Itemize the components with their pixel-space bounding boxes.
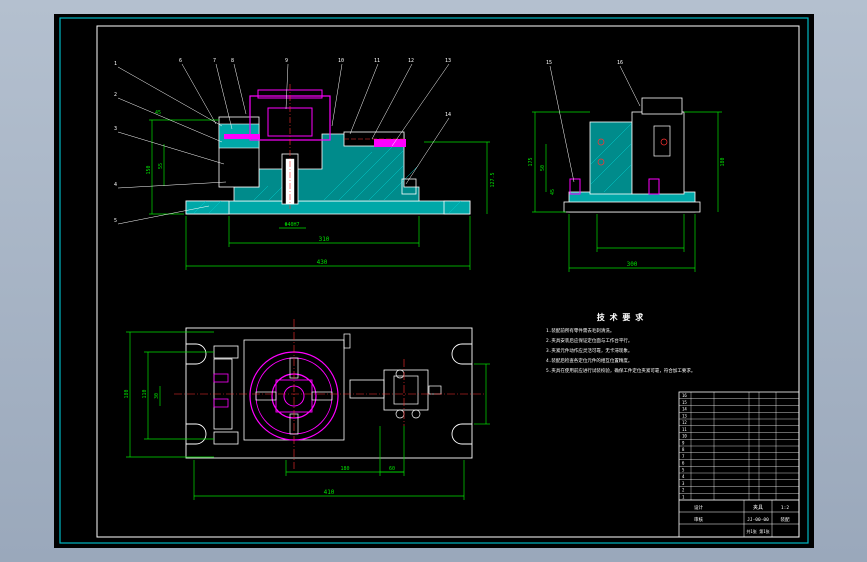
balloon-5: 5: [114, 218, 117, 224]
balloon-15: 15: [546, 60, 552, 66]
outer-frame: [59, 17, 809, 544]
drawing-sheet[interactable]: 430 310 Φ40H7 150 55 127.5 45: [54, 14, 814, 548]
parts-row-number: 4: [682, 474, 685, 479]
dim-top-height-inner: 110: [142, 389, 148, 398]
dim-side-height-mid: 50: [540, 165, 546, 171]
balloon-2: 2: [114, 92, 117, 98]
dim-front-height-total: 127.5: [490, 172, 496, 187]
dim-top-180: 180: [340, 466, 349, 472]
parts-row-number: 6: [682, 461, 685, 466]
balloon-11: 11: [374, 58, 380, 64]
top-view: 410 180 60 180 110 30: [124, 319, 490, 500]
balloon-4: 4: [114, 182, 117, 188]
parts-row-number: 10: [682, 434, 687, 439]
assembly-drawing: 430 310 Φ40H7 150 55 127.5 45: [59, 17, 809, 544]
parts-row-number: 1: [682, 494, 685, 499]
dim-front-height-small: 45: [155, 110, 161, 116]
parts-row-number: 11: [682, 427, 687, 432]
parts-row-number: 14: [682, 407, 687, 412]
dim-top-410: 410: [324, 489, 335, 496]
parts-row-number: 15: [682, 400, 687, 405]
dim-front-bore: Φ40H7: [284, 222, 299, 228]
tech-notes: 技 术 要 求 1.装配前所有零件需去毛刺清洗。 2.夹具安装后应保证定位面与工…: [546, 312, 695, 374]
balloon-10: 10: [338, 58, 344, 64]
balloon-13: 13: [445, 58, 451, 64]
dim-front-310: 310: [319, 236, 330, 243]
balloon-16: 16: [617, 60, 623, 66]
tech-notes-title: 技 术 要 求: [597, 312, 644, 322]
dim-side-height-left: 175: [528, 157, 534, 166]
dim-side-height-small: 45: [550, 189, 556, 195]
parts-row-number: 9: [682, 440, 685, 445]
balloon-9: 9: [285, 58, 288, 64]
parts-row-number: 16: [682, 393, 687, 398]
title-block-drawing-no: JJ-00-00: [747, 517, 769, 523]
dim-top-60: 60: [389, 466, 395, 472]
balloon-8: 8: [231, 58, 234, 64]
title-block-material: 装配: [781, 516, 790, 523]
title-block-name: 夹具: [753, 504, 763, 511]
tech-note-5: 5.夹具在使用前应进行试装校验，确保工件定位夹紧可靠，符合加工要求。: [546, 367, 695, 374]
side-view: 300 175 50 180 45 15 16: [528, 60, 726, 272]
balloon-7: 7: [213, 58, 216, 64]
tech-note-2: 2.夹具安装后应保证定位面与工作台平行。: [546, 337, 632, 344]
dim-front-430: 430: [317, 259, 328, 266]
title-block-checker: 审核: [694, 516, 703, 523]
balloon-3: 3: [114, 126, 117, 132]
parts-row-number: 7: [682, 454, 685, 459]
balloon-6: 6: [179, 58, 182, 64]
title-block-sheet: 共1张 第1张: [746, 528, 769, 534]
front-view: 430 310 Φ40H7 150 55 127.5 45: [114, 58, 496, 270]
dim-front-height-left: 150: [146, 165, 152, 174]
dim-front-height-mid: 55: [158, 163, 164, 169]
parts-row-number: 8: [682, 447, 685, 452]
parts-row-number: 12: [682, 420, 687, 425]
tech-note-1: 1.装配前所有零件需去毛刺清洗。: [546, 327, 614, 334]
dim-side-height-right: 180: [720, 157, 726, 166]
parts-row-number: 5: [682, 467, 685, 472]
balloon-14: 14: [445, 112, 451, 118]
title-block-designer: 设计: [694, 504, 703, 511]
dim-top-height-outer: 180: [124, 389, 130, 398]
balloon-1: 1: [114, 61, 117, 67]
parts-row-number: 3: [682, 481, 685, 486]
title-block-scale: 1:2: [781, 505, 789, 511]
parts-row-number: 2: [682, 488, 685, 493]
dim-top-height-small: 30: [154, 393, 160, 399]
dim-side-300: 300: [627, 261, 638, 268]
tech-note-4: 4.装配后检查各定位元件的相互位置精度。: [546, 357, 632, 364]
balloon-12: 12: [408, 58, 414, 64]
inner-frame: [96, 25, 800, 538]
tech-note-3: 3.夹紧元件动作应灵活可靠，无卡滞现象。: [546, 347, 632, 354]
parts-row-number: 13: [682, 413, 687, 418]
